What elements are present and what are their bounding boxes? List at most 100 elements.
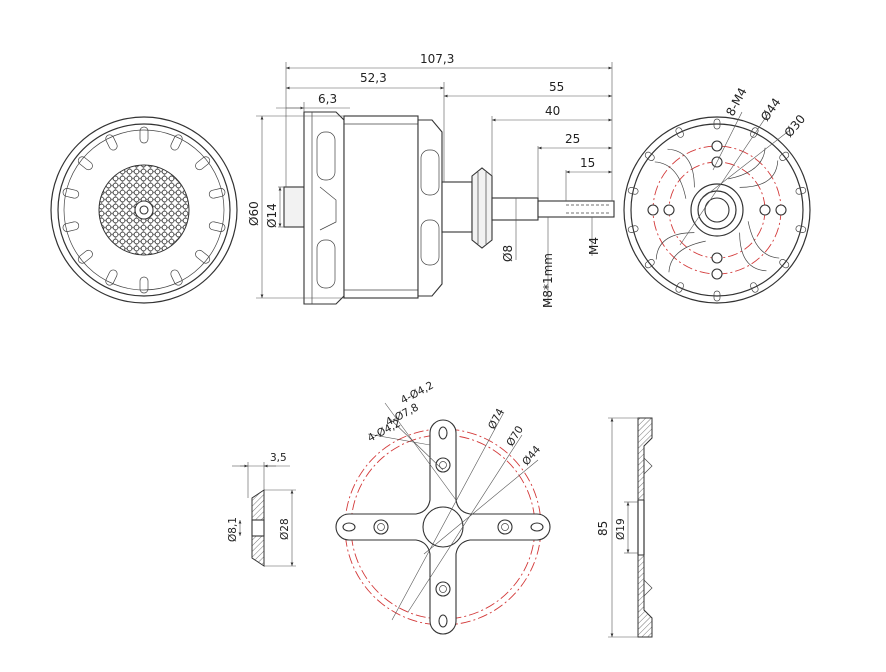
dim-body-dia: Ø60 — [247, 201, 261, 226]
dim-body-length: 52,3 — [360, 71, 387, 85]
front-rim-slot — [713, 118, 721, 130]
front-rim-slot — [675, 282, 684, 293]
front-shaft-bore — [704, 197, 730, 223]
mount-hole-inner — [435, 457, 451, 473]
collet-side-view: 3,5 Ø8,1 Ø28 — [227, 452, 296, 567]
dim-rear-dia: Ø14 — [265, 203, 279, 228]
rear-slot — [195, 156, 211, 171]
front-mount-hole — [711, 252, 723, 264]
rear-slot — [139, 126, 149, 144]
mount-holes-a-label: 4-Ø4,2 — [399, 379, 436, 406]
mount-hole-inner-core — [377, 523, 385, 531]
cross-mount-view: 4-Ø4,2 4-Ø7,8 4-Ø4,2 Ø74 Ø70 Ø44 — [335, 379, 551, 635]
rear-slot — [170, 269, 183, 286]
front-mount-hole — [647, 204, 659, 216]
front-mount-hole — [775, 204, 787, 216]
mount-side-bottom — [637, 554, 653, 638]
mount-holes-c-label: 4-Ø4,2 — [366, 417, 403, 444]
rear-slot — [77, 249, 93, 264]
rear-slot — [105, 134, 118, 151]
front-mount-hole — [759, 204, 771, 216]
front-rim-slot — [795, 225, 807, 233]
dim-shaft-15: 15 — [580, 156, 595, 170]
collet-len-label: 3,5 — [270, 452, 287, 464]
front-view: 8-M4 Ø44 Ø30 — [623, 85, 811, 304]
dim-overall-length: 107,3 — [420, 52, 454, 66]
rear-ventilation-slots — [62, 126, 226, 294]
front-spoke — [655, 232, 695, 260]
front-rim-slot — [627, 225, 639, 233]
dim-shaft-40: 40 — [545, 104, 560, 118]
front-spokes — [627, 118, 807, 302]
dim-shaft-dia: Ø8 — [501, 245, 515, 262]
dim-shaft-55: 55 — [549, 80, 564, 94]
front-rim-slot — [644, 259, 655, 269]
rear-slot — [195, 249, 211, 264]
mount-dia-44-label: Ø44 — [520, 443, 543, 468]
front-dia-44-label: Ø44 — [758, 95, 784, 123]
mount-dia-74-label: Ø74 — [486, 406, 507, 431]
rear-slot — [208, 221, 226, 232]
mount-dia-70-label: Ø70 — [504, 424, 526, 449]
side-height-label: 85 — [596, 521, 610, 536]
rear-slot — [77, 156, 93, 171]
mount-side-view: 85 Ø19 — [596, 417, 653, 638]
shaft — [491, 197, 539, 221]
mount-slot-outer — [438, 614, 448, 628]
front-rim-slot — [779, 259, 790, 269]
front-mount-hole — [663, 204, 675, 216]
rear-slot — [62, 188, 80, 199]
front-mount-hole — [711, 140, 723, 152]
front-spoke — [668, 240, 706, 273]
rear-slot — [62, 221, 80, 232]
mount-hole-inner-core — [439, 585, 447, 593]
side-bore-label: Ø19 — [615, 518, 627, 540]
rear-slot — [208, 188, 226, 199]
front-mount-hole — [711, 268, 723, 280]
side-view-dimensions: 107,3 52,3 6,3 55 40 25 15 Ø60 Ø14 Ø8 M8… — [247, 52, 613, 308]
dim-end-thread: M4 — [587, 237, 601, 255]
collet-inner-label: Ø8,1 — [227, 517, 239, 542]
front-mount-holes — [647, 140, 787, 280]
rear-bell — [303, 111, 345, 305]
side-view — [283, 111, 615, 305]
front-rim-slot — [713, 290, 721, 302]
mount-hole-inner-core — [501, 523, 509, 531]
front-rim-slot — [750, 282, 759, 293]
front-hub — [441, 181, 473, 233]
front-rim-slot — [675, 127, 684, 138]
front-rim-slot — [644, 151, 655, 161]
rear-view — [50, 116, 238, 304]
front-spoke — [739, 160, 779, 188]
mount-slot-outer — [342, 522, 356, 532]
collet-outer-label: Ø28 — [279, 518, 291, 540]
front-spoke — [728, 147, 766, 180]
shaft-thread — [537, 200, 615, 218]
front-bell — [417, 119, 443, 297]
front-dia-30-label: Ø30 — [782, 112, 809, 140]
dim-rear-offset: 6,3 — [318, 92, 337, 106]
rear-slot — [170, 134, 183, 151]
front-spoke — [739, 232, 767, 272]
mount-holes — [342, 426, 544, 628]
front-spoke — [747, 221, 780, 259]
prop-collet — [471, 167, 493, 249]
front-rim-slot — [779, 151, 790, 161]
mount-hole-inner — [497, 519, 513, 535]
front-spoke — [667, 148, 695, 188]
mount-slot-outer — [438, 426, 448, 440]
dim-shaft-25: 25 — [565, 132, 580, 146]
dim-shaft-thread: M8*1mm — [541, 253, 555, 308]
rear-bearing-cap — [283, 186, 305, 228]
rear-slot — [105, 269, 118, 286]
mount-hole-inner — [373, 519, 389, 535]
front-rim-slot — [750, 127, 759, 138]
mount-slot-outer — [530, 522, 544, 532]
mount-hole-inner-core — [439, 461, 447, 469]
front-rim-slot — [627, 187, 639, 195]
rear-slot — [139, 276, 149, 294]
motor-body — [343, 115, 419, 299]
front-holes-label: 8-M4 — [723, 85, 749, 118]
front-spoke — [654, 161, 687, 199]
